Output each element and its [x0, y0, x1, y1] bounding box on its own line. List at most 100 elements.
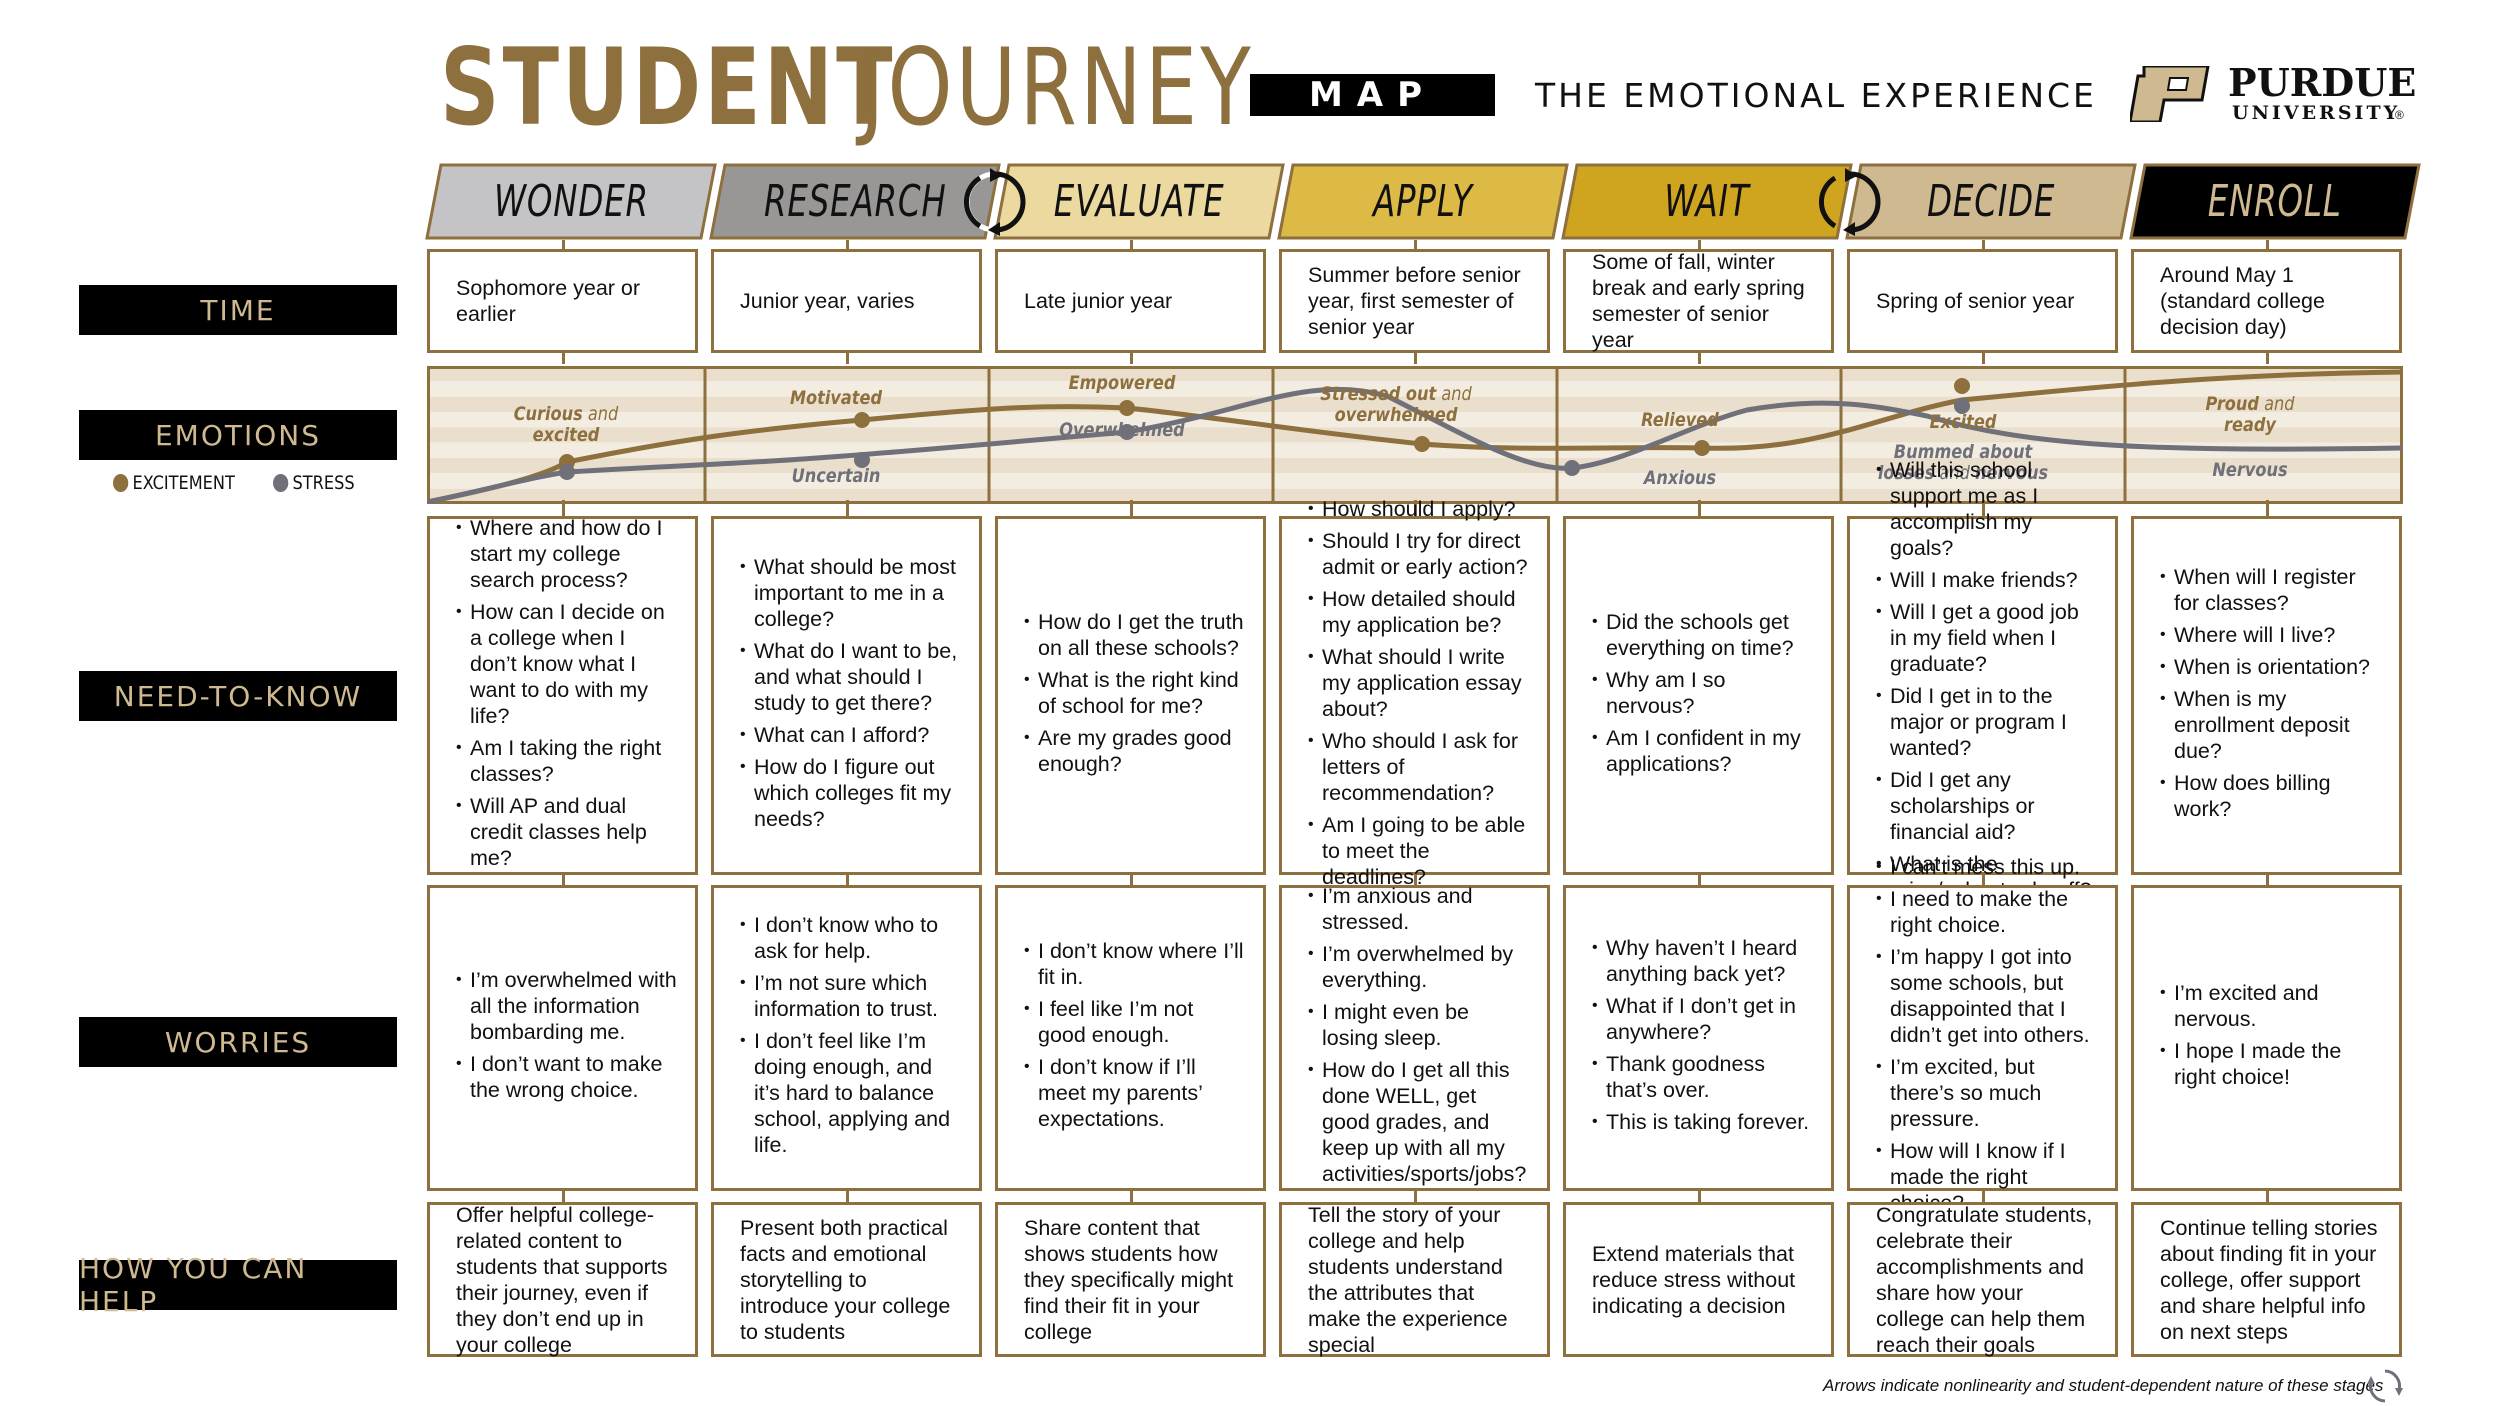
- emotion-word: Relieved: [1641, 409, 1719, 431]
- excitement-point: [1119, 400, 1135, 416]
- help-cell: Extend materials that reduce stress with…: [1563, 1202, 1834, 1357]
- worries-item: I’m excited and nervous.: [2160, 980, 2381, 1032]
- excitement-dot-icon: [113, 474, 129, 492]
- help-text: Tell the story of your college and help …: [1308, 1202, 1508, 1357]
- need-to-know-item: Who should I ask for letters of recommen…: [1308, 728, 1529, 806]
- connector-line: [2265, 240, 2269, 250]
- emotion-band: [427, 442, 2402, 458]
- need-to-know-item: Will AP and dual credit classes help me?: [456, 793, 677, 871]
- legend-excitement-label: EXCITEMENT: [132, 472, 235, 494]
- time-cell: Sophomore year or earlier: [427, 249, 698, 353]
- stage-wonder: WONDER: [425, 163, 717, 240]
- stress-line: [427, 386, 2403, 504]
- map-badge: MAP: [1250, 74, 1495, 116]
- emotion-word: Proud: [2205, 393, 2259, 415]
- excitement-label: Relieved: [1641, 410, 1719, 431]
- need-to-know-item: How do I get the truth on all these scho…: [1024, 609, 1245, 661]
- emotion-word: Overwhelmed: [1059, 419, 1185, 441]
- connector-line: [1697, 1190, 1701, 1202]
- time-text: Late junior year: [1024, 289, 1173, 313]
- logo-registered-mark: ®: [2395, 108, 2404, 122]
- worries-cell: Why haven’t I heard anything back yet?Wh…: [1563, 885, 1834, 1191]
- time-cell: Summer before senior year, first semeste…: [1279, 249, 1550, 353]
- emotion-word: Stressed out: [1320, 383, 1437, 405]
- emotion-band: [427, 473, 2402, 489]
- emotion-band: [427, 381, 2402, 397]
- worries-item: I don’t know who to ask for help.: [740, 912, 961, 964]
- excitement-point: [1414, 436, 1430, 452]
- excitement-label: Excited: [1930, 412, 1997, 433]
- connector-line: [1129, 352, 1133, 364]
- worries-cell: I’m anxious and stressed.I’m overwhelmed…: [1279, 883, 1550, 1191]
- need-to-know-item: Should I try for direct admit or early a…: [1308, 528, 1529, 580]
- need-to-know-cell: How do I get the truth on all these scho…: [995, 516, 1266, 875]
- connector-line: [845, 500, 849, 518]
- stage-shape: [993, 163, 1285, 240]
- need-to-know-item: When will I register for classes?: [2160, 564, 2381, 616]
- help-cell: Share content that shows students how th…: [995, 1202, 1266, 1357]
- need-to-know-item: Did the schools get everything on time?: [1592, 609, 1813, 661]
- connector-line: [561, 352, 565, 364]
- stage-shape: [1845, 163, 2137, 240]
- need-to-know-cell: Will this school support me as I accompl…: [1847, 457, 2118, 928]
- time-cell: Late junior year: [995, 249, 1266, 353]
- need-to-know-item: Will this school support me as I accompl…: [1876, 457, 2097, 561]
- stress-point: [1119, 424, 1135, 440]
- emotion-word: Curious: [513, 403, 583, 425]
- connector-line: [2265, 500, 2269, 518]
- worries-item: What if I don’t get in anywhere?: [1592, 993, 1813, 1045]
- need-to-know-item: How do I figure out which colleges fit m…: [740, 754, 961, 832]
- need-to-know-cell: Where and how do I start my college sear…: [427, 515, 698, 875]
- time-text: Spring of senior year: [1876, 289, 2075, 313]
- stage-apply: APPLY: [1277, 163, 1569, 240]
- need-to-know-item: What should be most important to me in a…: [740, 554, 961, 632]
- need-to-know-item: Where and how do I start my college sear…: [456, 515, 677, 593]
- need-to-know-item: What can I afford?: [740, 722, 961, 748]
- help-cell: Offer helpful college-related content to…: [427, 1202, 698, 1357]
- worries-item: I’m happy I got into some schools, but d…: [1876, 944, 2097, 1048]
- stress-dot-icon: [273, 474, 289, 492]
- emotion-connector-word: and: [2258, 393, 2295, 415]
- worries-item: I’m anxious and stressed.: [1308, 883, 1529, 935]
- row-label-worries: WORRIES: [79, 1017, 397, 1067]
- connector-line: [845, 874, 849, 886]
- stress-point: [559, 464, 575, 480]
- stress-label: Anxious: [1644, 468, 1716, 489]
- excitement-line: [427, 369, 2403, 504]
- excitement-point: [1694, 440, 1710, 456]
- need-to-know-item: What is the right kind of school for me?: [1024, 667, 1245, 719]
- connector-line: [1413, 1190, 1417, 1202]
- help-text: Offer helpful college-related content to…: [456, 1202, 668, 1357]
- need-to-know-item: Did I get in to the major or program I w…: [1876, 683, 2097, 761]
- time-text: Some of fall, winter break and early spr…: [1592, 250, 1805, 352]
- time-cell: Junior year, varies: [711, 249, 982, 353]
- stress-label: Uncertain: [792, 466, 881, 487]
- need-to-know-cell: What should be most important to me in a…: [711, 516, 982, 875]
- need-to-know-item: When is orientation?: [2160, 654, 2381, 680]
- emotion-word: overwhelmed: [1334, 404, 1458, 426]
- worries-item: I don’t know where I’ll fit in.: [1024, 938, 1245, 990]
- footnote: Arrows indicate nonlinearity and student…: [1823, 1376, 2384, 1395]
- emotion-word: Empowered: [1068, 372, 1176, 394]
- subtitle: THE EMOTIONAL EXPERIENCE: [1535, 76, 2097, 115]
- connector-line: [561, 874, 565, 886]
- stage-shape: [425, 163, 717, 240]
- stage-research: RESEARCH: [709, 163, 1001, 240]
- connector-line: [561, 500, 565, 518]
- emotion-word: Uncertain: [791, 465, 881, 487]
- stage-label: RESEARCH: [763, 176, 947, 227]
- stage-label: WONDER: [493, 176, 649, 227]
- stage-label: DECIDE: [1926, 176, 2056, 227]
- emotion-band: [427, 427, 2402, 443]
- worries-item: I need to make the right choice.: [1876, 886, 2097, 938]
- need-to-know-item: What do I want to be, and what should I …: [740, 638, 961, 716]
- help-text: Share content that shows students how th…: [1024, 1215, 1234, 1344]
- need-to-know-item: How can I decide on a college when I don…: [456, 599, 677, 729]
- connector-line: [1697, 240, 1701, 250]
- need-to-know-item: How should I apply?: [1308, 496, 1529, 522]
- logo-wordmark: PURDUE: [2228, 60, 2417, 105]
- time-text: Sophomore year or earlier: [456, 276, 641, 326]
- need-to-know-item: Am I taking the right classes?: [456, 735, 677, 787]
- connector-line: [2265, 874, 2269, 886]
